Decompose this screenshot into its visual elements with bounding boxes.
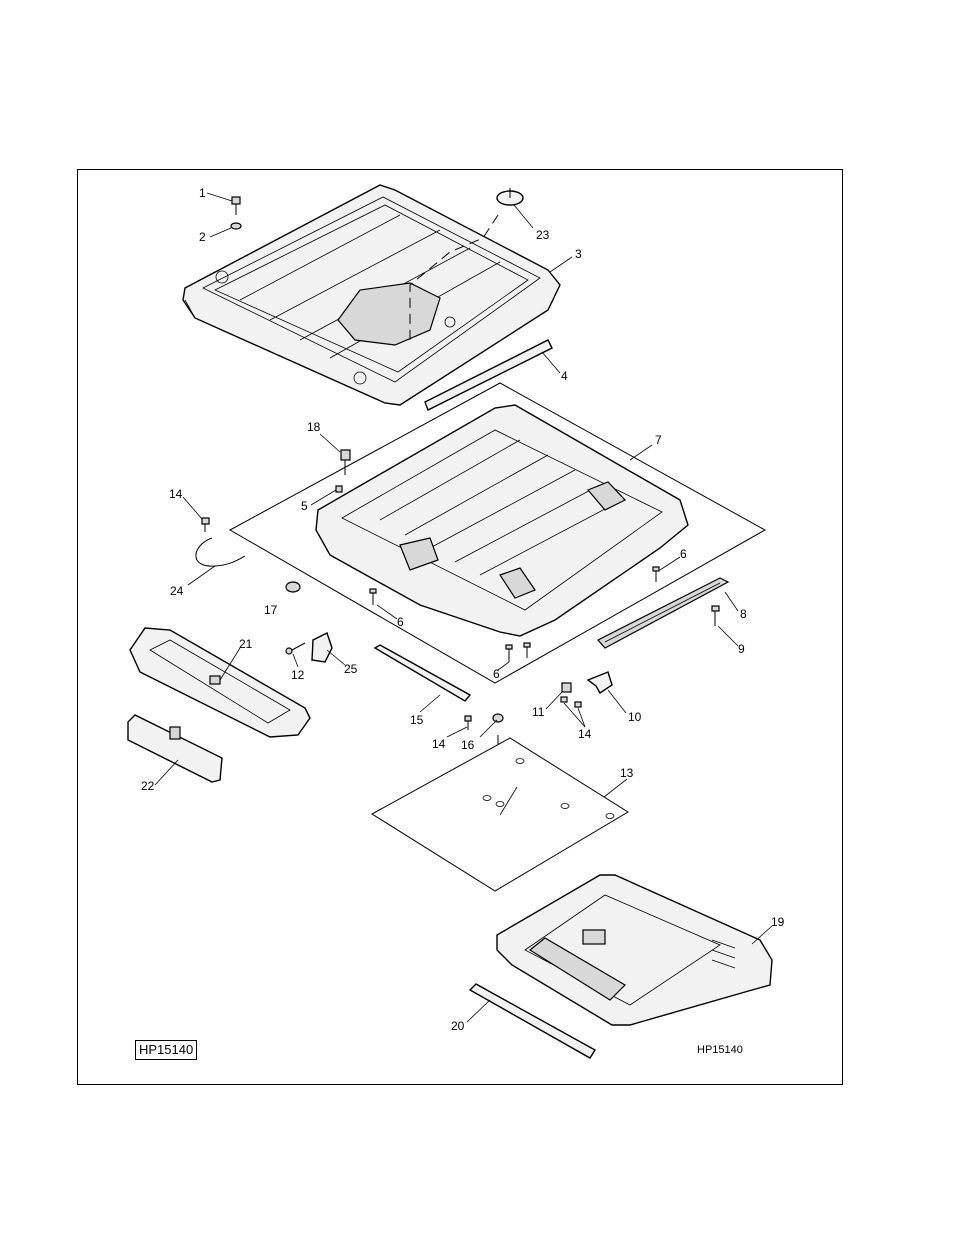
callout-6-bottom: 6 bbox=[493, 667, 500, 681]
callout-22: 22 bbox=[141, 779, 155, 793]
callout-5: 5 bbox=[301, 499, 308, 513]
sheet-13-holes bbox=[482, 758, 615, 819]
callout-14-right: 14 bbox=[578, 727, 592, 741]
figure-id: HP15140 bbox=[697, 1044, 743, 1056]
callout-14-mid: 14 bbox=[432, 737, 446, 751]
callout-14-left: 14 bbox=[169, 487, 183, 501]
strip-20 bbox=[468, 983, 596, 1059]
callout-13: 13 bbox=[620, 766, 634, 780]
callout-labels: 1 2 3 4 5 6 6 6 7 8 9 10 11 12 13 14 14 … bbox=[141, 186, 785, 1033]
callout-6-left: 6 bbox=[397, 615, 404, 629]
callout-1: 1 bbox=[199, 186, 206, 200]
callout-9: 9 bbox=[738, 642, 745, 656]
callout-10: 10 bbox=[628, 710, 642, 724]
callout-3: 3 bbox=[575, 247, 582, 261]
callout-leaders bbox=[154, 192, 773, 1023]
screw-6-left bbox=[369, 588, 377, 605]
callout-7: 7 bbox=[655, 433, 662, 447]
screw-9 bbox=[711, 605, 720, 626]
grommet-17 bbox=[285, 581, 301, 593]
callout-25: 25 bbox=[344, 662, 358, 676]
figure-id-boxed: HP15140 bbox=[135, 1040, 198, 1060]
leader-23 bbox=[409, 214, 499, 345]
screw-5 bbox=[335, 485, 343, 493]
callout-8: 8 bbox=[740, 607, 747, 621]
cover-22 bbox=[127, 714, 223, 783]
screw-6-bottom bbox=[505, 642, 531, 662]
diagram-frame bbox=[77, 169, 843, 1085]
callout-4: 4 bbox=[561, 369, 568, 383]
rail-15 bbox=[373, 644, 472, 702]
washer-2 bbox=[230, 222, 242, 230]
callout-2: 2 bbox=[199, 230, 206, 244]
callout-24: 24 bbox=[170, 584, 184, 598]
bolt-1 bbox=[231, 196, 241, 215]
housing-19 bbox=[496, 874, 773, 1026]
roof-panel bbox=[182, 184, 561, 406]
callout-16: 16 bbox=[461, 738, 475, 752]
callout-6-right: 6 bbox=[680, 547, 687, 561]
screw-6-right bbox=[652, 566, 660, 582]
screw-14-left bbox=[201, 517, 210, 532]
callout-15: 15 bbox=[410, 713, 424, 727]
screw-14-right bbox=[560, 696, 582, 708]
nut-18 bbox=[340, 449, 351, 461]
callout-19: 19 bbox=[771, 915, 785, 929]
screw-14-mid bbox=[464, 715, 472, 730]
wire-clip-24 bbox=[195, 537, 246, 567]
disc-23 bbox=[496, 188, 524, 206]
callout-18: 18 bbox=[307, 420, 321, 434]
screw-12 bbox=[285, 642, 306, 655]
callout-23: 23 bbox=[536, 228, 550, 242]
callout-12: 12 bbox=[291, 668, 305, 682]
callout-17: 17 bbox=[264, 603, 278, 617]
callout-20: 20 bbox=[451, 1019, 465, 1033]
nut-16 bbox=[492, 713, 504, 723]
headliner-frame bbox=[315, 404, 689, 637]
bracket-25 bbox=[311, 632, 333, 663]
callout-21: 21 bbox=[239, 637, 253, 651]
clip-10 bbox=[586, 671, 613, 694]
plug-11 bbox=[561, 682, 572, 693]
tray-21 bbox=[129, 627, 311, 738]
callout-11: 11 bbox=[532, 705, 545, 719]
strip-4 bbox=[424, 339, 553, 411]
